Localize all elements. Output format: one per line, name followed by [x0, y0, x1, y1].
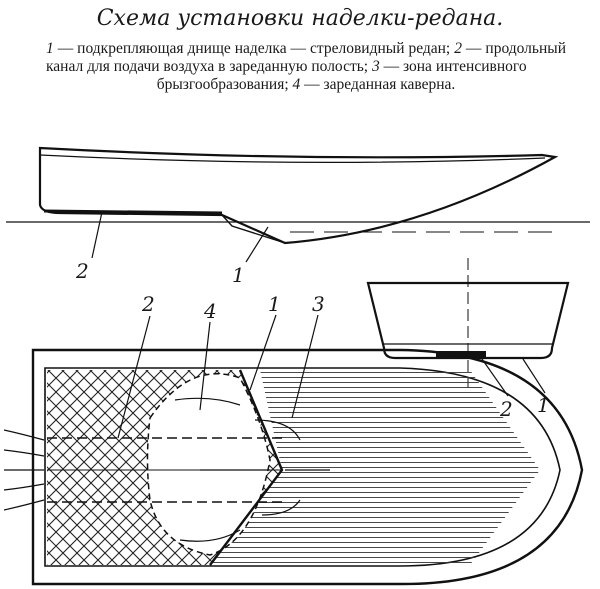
legend-text-2: — продольный канал для подачи воздуха в … [46, 40, 566, 75]
side-view: 2 1 [6, 146, 590, 287]
legend-num-1: 1 [46, 40, 54, 57]
side-leader-2 [91, 211, 103, 259]
legend-num-2: 2 [454, 40, 462, 57]
plan-hull-outline [31, 348, 584, 586]
plan-label-1: 1 [268, 292, 281, 316]
figure-caption: 1 — подкрепляющая днище наделка — стрело… [46, 40, 566, 94]
side-sheer-line [39, 154, 546, 163]
plan-label-2: 2 [141, 292, 155, 316]
section-leader-2 [481, 358, 509, 397]
side-hull-outline [38, 146, 559, 245]
legend-num-4: 4 [292, 76, 301, 93]
plan-label-3: 3 [312, 292, 325, 316]
side-label-2: 2 [75, 259, 89, 283]
plan-leader-1 [249, 314, 277, 391]
plan-leader-3 [291, 314, 319, 419]
cavity-flow-arrows [174, 397, 270, 542]
section-channel [436, 351, 486, 358]
legend-text-4: — зареданная каверна. [300, 76, 456, 93]
section-label-2: 2 [499, 397, 513, 421]
section-leader-1 [522, 358, 546, 394]
legend-text-1: — подкрепляющая днище наделка — стрелови… [53, 40, 455, 57]
spray-zone [210, 370, 540, 565]
side-label-1: 1 [232, 263, 245, 287]
plan-view: 2 4 1 3 [3, 292, 584, 586]
section-hull [366, 281, 570, 360]
cross-section-view: 2 1 [366, 258, 570, 421]
spray-flow-arrows [254, 419, 330, 516]
legend-text-3b: брызгообразования; [156, 76, 293, 93]
side-leader-1 [245, 226, 269, 263]
side-step-insert [221, 214, 286, 244]
air-inflow-arrows [3, 429, 45, 511]
cavity-boundary [146, 373, 271, 556]
legend-num-3: 3 [371, 58, 380, 75]
plan-leader-4 [199, 321, 211, 411]
plan-label-4: 4 [203, 299, 217, 323]
side-bottom-channel [43, 209, 223, 215]
legend-last-line: брызгообразования; 4 — зареданная каверн… [46, 76, 566, 94]
legend-text-3: — зона интенсивного [379, 58, 527, 75]
figure-title: Схема установки наделки-редана. [96, 6, 504, 31]
plan-leader-2 [117, 315, 151, 439]
